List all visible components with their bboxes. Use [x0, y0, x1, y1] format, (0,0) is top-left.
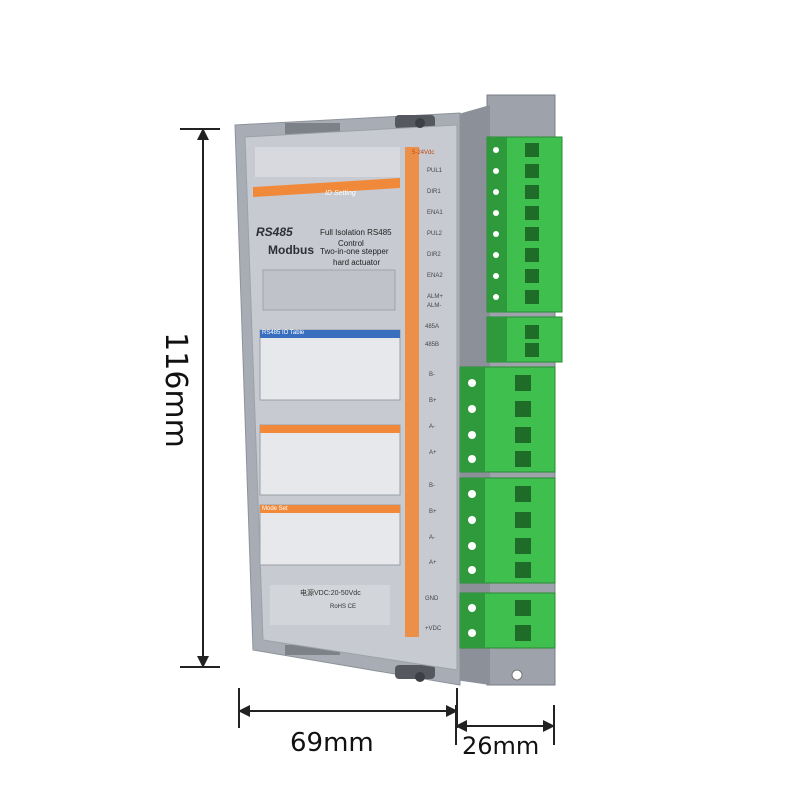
bottom-screw [415, 672, 425, 682]
power-label: 电源VDC:20-50Vdc [300, 590, 361, 597]
power-terminal-block [459, 592, 556, 649]
height-line [202, 128, 204, 668]
signal-pin-holes [493, 147, 499, 300]
depth-dimension [455, 705, 555, 745]
motor1-screws [515, 375, 531, 467]
signal-label-5: ENA2 [427, 273, 443, 279]
signal-label-2: ENA1 [427, 210, 443, 216]
signal-label-7: ALM- [427, 303, 442, 309]
top-mount-slot [395, 115, 435, 129]
io-table [259, 329, 401, 401]
description-line1: Full Isolation RS485 [320, 228, 392, 237]
width-line [238, 710, 458, 712]
power-screws [515, 600, 531, 641]
param-table [259, 424, 401, 496]
top-voltage-label: 5-24Vdc [412, 150, 435, 156]
driver-device [234, 94, 563, 686]
dip-area [255, 147, 400, 177]
signal-label-1: DIR1 [427, 189, 441, 195]
height-arrow-up [197, 128, 209, 140]
motor2-label-1: B+ [429, 509, 437, 515]
rohs-label: RoHS CE [330, 604, 357, 610]
motor2-label-0: B- [429, 483, 435, 489]
motor1-label-2: A- [429, 424, 435, 430]
top-screw [415, 118, 425, 128]
motor2-screws [515, 486, 531, 578]
depth-arrow-right [543, 720, 555, 732]
depth-arrow-left [455, 720, 467, 732]
signal-label-6: ALM+ [427, 294, 443, 300]
id-setting-band [253, 178, 400, 197]
description-line2: Control [338, 239, 364, 248]
power-pin-holes [468, 604, 476, 637]
display-window [262, 269, 396, 311]
height-dimension [180, 128, 220, 668]
rs485-screws [525, 325, 539, 357]
signal-label-0: PUL1 [427, 168, 443, 174]
motor2-terminal-block [459, 477, 556, 584]
depth-label: 26mm [462, 732, 540, 760]
mount-hole-bottom [511, 669, 523, 681]
motor2-label-3: A+ [429, 560, 437, 566]
mode-table-header [260, 505, 400, 513]
description-line4: hard actuator [333, 258, 381, 267]
motor1-label-1: B+ [429, 398, 437, 404]
id-setting-label: ID Setting [325, 190, 356, 197]
description-line3: Two-in-one stepper [320, 247, 389, 256]
motor1-pin-holes [468, 379, 476, 463]
power-label-gnd: GND [425, 596, 439, 602]
param-table-header [260, 425, 400, 433]
depth-line [455, 725, 555, 727]
motor1-label-3: A+ [429, 450, 437, 456]
bottom-mount-slot [395, 665, 435, 679]
power-label-vdc: +VDC [425, 626, 442, 632]
io-table-header [260, 330, 400, 338]
brand-label: Modbus [268, 243, 314, 257]
motor2-label-2: A- [429, 535, 435, 541]
power-label-box [270, 585, 390, 625]
rs485-label-0: 485A [425, 324, 440, 330]
protocol-label: RS485 [256, 225, 293, 239]
signal-label-4: DIR2 [427, 252, 441, 258]
width-label: 69mm [290, 728, 374, 758]
rs485-label-1: 485B [425, 342, 440, 348]
height-arrow-down [197, 656, 209, 668]
orange-label-strip [405, 147, 419, 637]
bottom-mount-tab [285, 645, 340, 655]
height-label: 116mm [158, 332, 193, 448]
signal-label-3: PUL2 [427, 231, 443, 237]
mode-table [259, 504, 401, 566]
width-arrow-left [238, 705, 250, 717]
motor1-label-0: B- [429, 372, 435, 378]
signal-terminal-block [486, 136, 563, 313]
mode-label: Mode Set [262, 506, 288, 512]
motor2-pin-holes [468, 490, 476, 574]
io-table-label: RS485 IO Table [262, 330, 305, 336]
rs485-terminal-block [486, 316, 563, 363]
signal-screws [525, 143, 539, 304]
